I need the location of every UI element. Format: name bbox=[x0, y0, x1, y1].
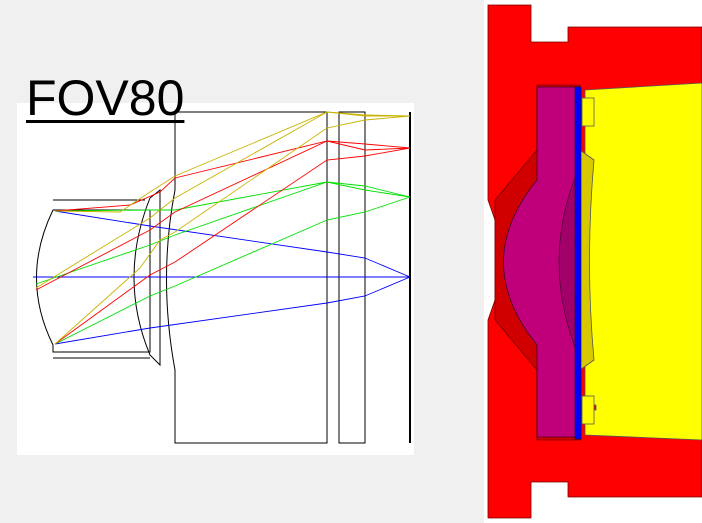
third-lens-element bbox=[166, 111, 328, 444]
optical-elements bbox=[33, 111, 411, 444]
ray-field-mid-1 bbox=[35, 140, 411, 291]
ray-field-max-3 bbox=[54, 115, 411, 345]
ray-trace-background bbox=[17, 103, 414, 455]
fov-title: FOV80 bbox=[26, 70, 185, 126]
image-module bbox=[584, 82, 702, 441]
lens-body bbox=[503, 86, 579, 438]
second-lens-element bbox=[133, 188, 161, 367]
sensor-window bbox=[574, 86, 582, 440]
ray-field-max-2 bbox=[54, 111, 410, 213]
mechanical-panel bbox=[484, 0, 702, 523]
ray-field-low-3 bbox=[54, 196, 411, 345]
front-lens-element bbox=[36, 209, 151, 353]
ray-on-axis-lower bbox=[54, 276, 411, 345]
lens-inner-curve bbox=[558, 169, 579, 356]
ray-field-max-1 bbox=[35, 111, 411, 289]
module-notch-bottom bbox=[581, 395, 595, 425]
image-module-inner-lens bbox=[579, 149, 595, 371]
ray-field-low-2 bbox=[54, 181, 411, 212]
ray-field-mid-3 bbox=[54, 147, 411, 345]
module-notch-top bbox=[581, 97, 595, 127]
ray-bundles bbox=[35, 111, 411, 345]
ray-trace-panel bbox=[17, 103, 414, 455]
ray-on-axis-upper bbox=[54, 210, 411, 278]
ray-field-low-1 bbox=[35, 181, 411, 285]
